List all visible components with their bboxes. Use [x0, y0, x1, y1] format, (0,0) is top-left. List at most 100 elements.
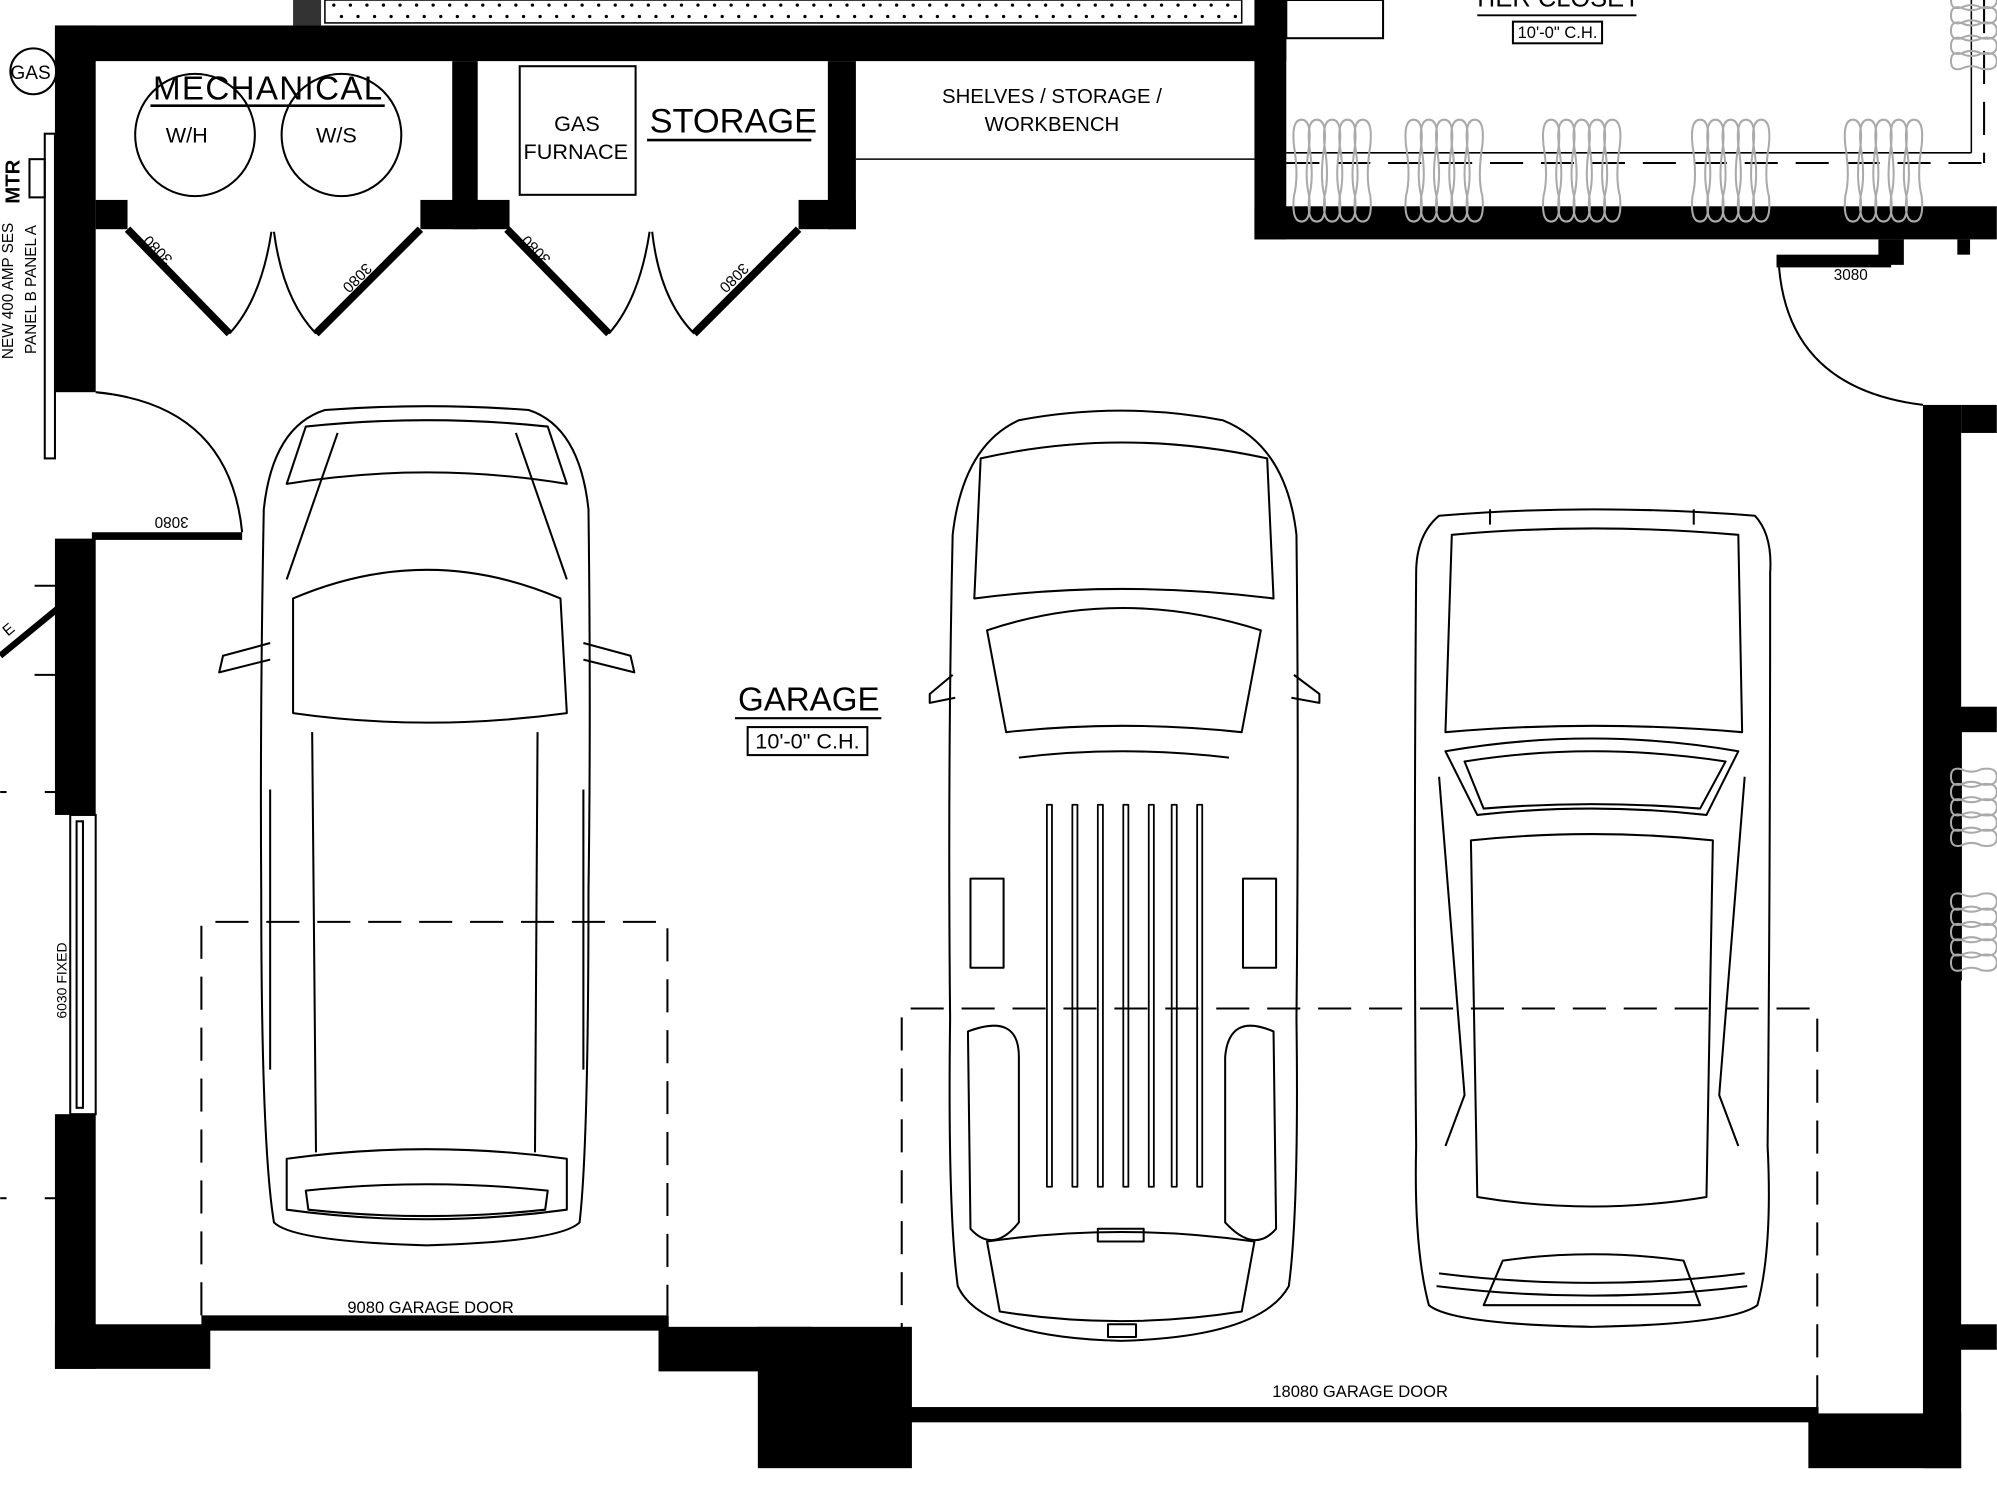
hatch-dot [968, 14, 973, 19]
hatch-dot [1035, 14, 1039, 19]
service-label: NEW 400 AMP SES [0, 223, 17, 359]
roof-rail [1096, 803, 1104, 1188]
storage-room: GAS FURNACE STORAGE [518, 65, 817, 196]
hatch-dot [464, 3, 468, 7]
hatch-dot [597, 3, 601, 7]
hatch-dot [977, 3, 982, 7]
svg-text:W/H: W/H [166, 123, 208, 148]
hatch-dot [1209, 3, 1213, 7]
hatch-dot [786, 14, 791, 19]
hatch-dot [654, 14, 658, 19]
hatch-dot [414, 3, 419, 7]
radiator-fin [1603, 118, 1622, 223]
hatch-dot [836, 14, 840, 19]
mechanical-room: MECHANICAL W/H W/S [134, 70, 403, 198]
hatch-dot [852, 14, 857, 19]
hatch-dot [1068, 14, 1072, 19]
hatch-dot [604, 14, 608, 19]
hatch-dot [1143, 3, 1147, 7]
hatch-dot [985, 14, 989, 19]
hatch-dot [902, 14, 906, 19]
svg-text:GAS: GAS [10, 63, 50, 84]
hatch-dot [521, 14, 526, 19]
radiator-fin [1949, 953, 1997, 972]
hatch-dot [994, 3, 998, 7]
hatch-dot [1176, 3, 1180, 7]
roof-rail [1045, 803, 1053, 1188]
hatch-dot [1167, 14, 1171, 19]
hatch-dot [886, 14, 890, 19]
hatch-dot [1001, 14, 1006, 19]
hatch-dot [372, 14, 377, 19]
car-middle [928, 409, 1321, 1342]
hatch-dot [588, 14, 592, 19]
car-right [1413, 508, 1772, 1328]
garage-label: GARAGE 10'-0" C.H. [734, 682, 882, 757]
gas-meter-symbol: GAS [9, 47, 58, 96]
hatch-dot [1159, 3, 1164, 7]
hatch-dot [961, 3, 965, 7]
hatch-dot [944, 3, 948, 7]
svg-text:TIER CLOSET: TIER CLOSET [1473, 0, 1640, 12]
edge-fragment: E [0, 620, 18, 640]
hatch-dot [422, 14, 426, 19]
hatch-dot [1110, 3, 1114, 7]
hatch-dot [389, 14, 393, 19]
hatch-dot [869, 14, 873, 19]
hatch-dot [1117, 14, 1122, 19]
hatch-dot [845, 3, 849, 7]
svg-text:WORKBENCH: WORKBENCH [985, 114, 1120, 136]
left-window: 6030 FIXED [53, 813, 97, 1116]
shelves-area: SHELVES / STORAGE / WORKBENCH [855, 86, 1255, 160]
svg-text:10'-0" C.H.: 10'-0" C.H. [755, 729, 859, 754]
right-entry-door: 3080 [1778, 267, 1924, 406]
hatch-dot [1217, 14, 1221, 19]
garage-door-single-outline [200, 920, 669, 1316]
hatch-dot [481, 3, 485, 7]
hatch-dot [1027, 3, 1031, 7]
hatch-dot [356, 14, 360, 19]
hatch-dot [530, 3, 535, 7]
hatch-dot [696, 3, 700, 7]
radiator-fin [1949, 21, 1997, 40]
hatch-dot [439, 14, 443, 19]
hatch-dot [554, 14, 559, 19]
roof-rail [1196, 803, 1204, 1188]
hatch-dot [928, 3, 932, 7]
hatch-dot [332, 3, 336, 7]
hatch-dot [812, 3, 816, 7]
hatch-dot [753, 14, 757, 19]
hatch-dot [348, 3, 353, 7]
hatch-dot [538, 14, 542, 19]
hatch-dot [712, 3, 717, 7]
hatch-dot [547, 3, 551, 7]
svg-text:10'-0" C.H.: 10'-0" C.H. [1518, 23, 1598, 42]
hatch-dot [878, 3, 882, 7]
hatch-dot [1043, 3, 1048, 7]
hatch-dot [1226, 3, 1230, 7]
meter-label: MTR [2, 159, 24, 203]
hatch-dot [679, 3, 684, 7]
walls [54, 0, 1997, 1469]
panel-label: PANEL B PANEL A [23, 224, 40, 354]
hatch-dot [803, 14, 807, 19]
svg-text:W/S: W/S [316, 123, 357, 148]
hatch-dot [488, 14, 493, 19]
svg-text:3080: 3080 [155, 513, 189, 530]
exterior-hatch [293, 0, 1243, 26]
roof-rail [1170, 803, 1178, 1188]
svg-text:GAS: GAS [554, 111, 600, 136]
svg-text:3080: 3080 [1834, 267, 1868, 284]
svg-text:GARAGE: GARAGE [738, 682, 880, 719]
side-entry-door: 3080 [95, 391, 244, 533]
hatch-dot [580, 3, 584, 7]
hatch-dot [670, 14, 675, 19]
hatch-dot [795, 3, 799, 7]
hatch-dot [729, 3, 733, 7]
hatch-dot [663, 3, 667, 7]
car-left [218, 405, 636, 1247]
hatch-dot [1084, 14, 1089, 19]
hatch-dot [621, 14, 625, 19]
hatch-dot [935, 14, 940, 19]
